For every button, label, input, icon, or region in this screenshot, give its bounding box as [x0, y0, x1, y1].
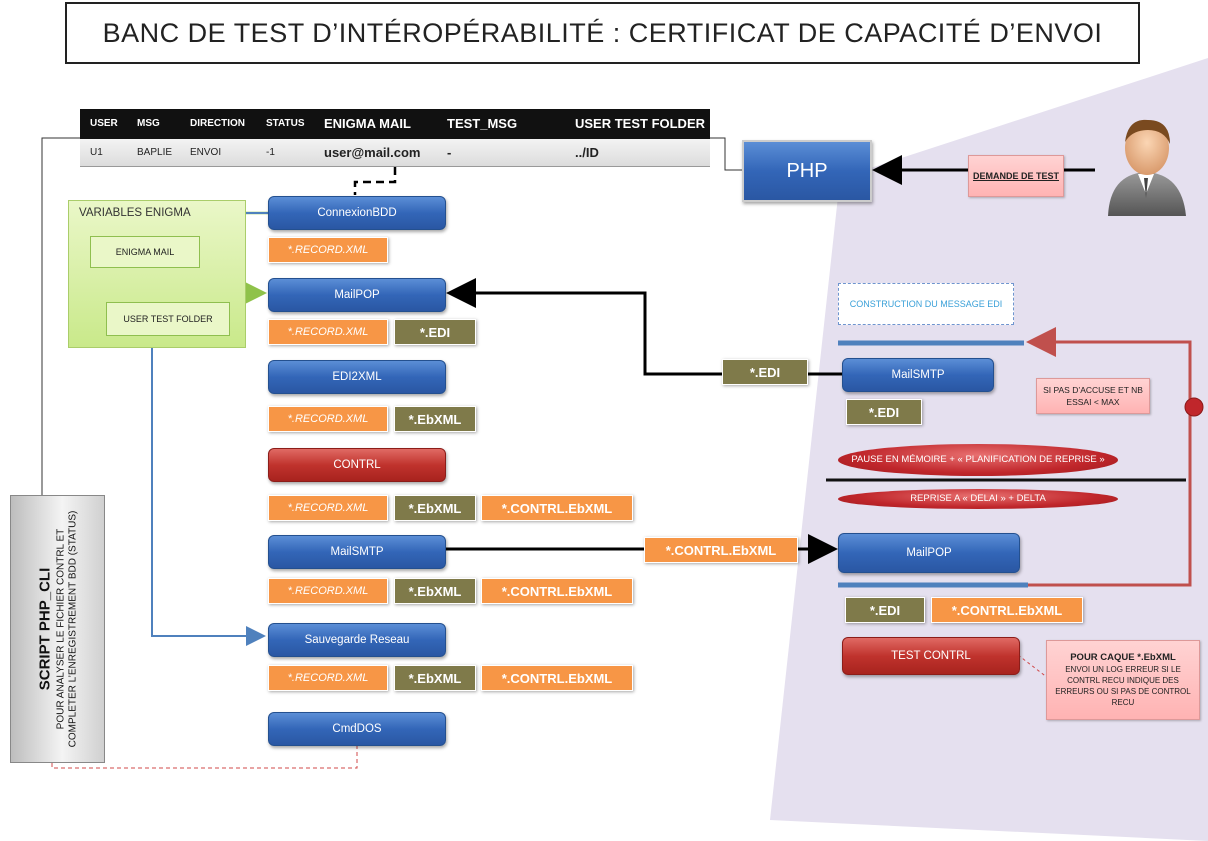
log-error-note: POUR CAQUE *.EbXML ENVOI UN LOG ERREUR S…	[1046, 640, 1200, 720]
cmddos-to-script-dashed	[51, 745, 358, 769]
cell-user: U1	[90, 147, 103, 158]
table-header-row	[80, 109, 710, 139]
cell-status: -1	[266, 147, 275, 158]
header-user: USER	[90, 118, 118, 129]
tag-ebxml: *.EbXML	[394, 406, 476, 432]
tag-ebxml: *.EbXML	[394, 665, 476, 691]
reprise-ellipse: REPRISE A « DELAI » + DELTA	[838, 489, 1118, 509]
cell-enigma-mail: user@mail.com	[324, 145, 421, 160]
remote-mailpop: MailPOP	[838, 533, 1020, 573]
script-php-cli-box: SCRIPT PHP_CLI POUR ANALYSER LE FICHIER …	[10, 495, 105, 763]
step-mailsmtp: MailSMTP	[268, 535, 446, 569]
step-cmddos: CmdDOS	[268, 712, 446, 746]
tag-record-xml: *.RECORD.XML	[268, 406, 388, 432]
step-sauvegarde-reseau: Sauvegarde Reseau	[268, 623, 446, 657]
remote-edi-tag: *.EDI	[845, 597, 925, 623]
tag-record-xml: *.RECORD.XML	[268, 237, 388, 263]
request-note: DEMANDE DE TEST	[968, 155, 1064, 197]
cell-msg: BAPLIE	[137, 147, 173, 158]
table-row	[80, 139, 710, 167]
header-direction: DIRECTION	[190, 118, 245, 129]
tag-contrl-ebxml: *.CONTRL.EbXML	[481, 495, 633, 521]
tag-ebxml: *.EbXML	[394, 495, 476, 521]
tag-ebxml: *.EbXML	[394, 578, 476, 604]
table-to-script-line	[41, 137, 80, 495]
header-msg: MSG	[137, 118, 160, 129]
step-connexionbdd: ConnexionBDD	[268, 196, 446, 230]
retry-decision-dot	[1184, 397, 1204, 417]
contrl-transfer-tag: *.CONTRL.EbXML	[644, 537, 798, 563]
remote-contrl-ebxml-tag: *.CONTRL.EbXML	[931, 597, 1083, 623]
tag-record-xml: *.RECORD.XML	[268, 578, 388, 604]
header-enigma-mail: ENIGMA MAIL	[324, 116, 411, 131]
retry-condition-note: SI PAS D’ACCUSE ET NB ESSAI < MAX	[1036, 378, 1150, 414]
step-edi2xml: EDI2XML	[268, 360, 446, 394]
variables-title: VARIABLES ENIGMA	[79, 207, 191, 219]
script-title: SCRIPT PHP_CLI	[36, 567, 53, 691]
tag-record-xml: *.RECORD.XML	[268, 319, 388, 345]
step-mailpop: MailPOP	[268, 278, 446, 312]
tag-record-xml: *.RECORD.XML	[268, 495, 388, 521]
cell-test-msg: -	[447, 145, 452, 160]
header-status: STATUS	[266, 118, 305, 129]
php-box: PHP	[742, 140, 872, 202]
database-table: USER MSG DIRECTION STATUS ENIGMA MAIL TE…	[80, 109, 710, 167]
remote-mailsmtp: MailSMTP	[842, 358, 994, 392]
folder-to-save-arrow	[151, 332, 266, 646]
retry-loop-arrow	[1026, 327, 1192, 587]
tag-record-xml: *.RECORD.XML	[268, 665, 388, 691]
remote-edi-tag: *.EDI	[846, 399, 922, 425]
cell-direction: ENVOI	[190, 147, 222, 158]
tag-contrl-ebxml: *.CONTRL.EbXML	[481, 665, 633, 691]
script-description: POUR ANALYSER LE FICHIER CONTRL ET COMPL…	[55, 510, 78, 748]
tag-contrl-ebxml: *.CONTRL.EbXML	[481, 578, 633, 604]
page-title: BANC DE TEST D’INTÉROPÉRABILITÉ : CERTIF…	[65, 2, 1140, 64]
user-test-folder-variable: USER TEST FOLDER	[106, 302, 230, 336]
pause-memory-ellipse: PAUSE EN MÉMOIRE + « PLANIFICATION DE RE…	[838, 444, 1118, 476]
edi-transfer-tag: *.EDI	[722, 359, 808, 385]
script-text: SCRIPT PHP_CLI POUR ANALYSER LE FICHIER …	[36, 499, 79, 759]
step-contrl: CONTRL	[268, 448, 446, 482]
log-note-title: POUR CAQUE *.EbXML	[1070, 652, 1176, 663]
header-test-msg: TEST_MSG	[447, 116, 518, 131]
user-avatar-icon	[1108, 119, 1186, 216]
php-to-table-line	[710, 137, 742, 171]
enigma-mail-variable: ENIGMA MAIL	[90, 236, 200, 268]
test-contrl-button: TEST CONTRL	[842, 637, 1020, 675]
log-note-text: ENVOI UN LOG ERREUR SI LE CONTRL RECU IN…	[1055, 665, 1191, 707]
header-user-test-folder: USER TEST FOLDER	[575, 116, 706, 131]
cell-user-test-folder: ../ID	[575, 145, 599, 160]
tag-edi: *.EDI	[394, 319, 476, 345]
construction-message-box: CONSTRUCTION DU MESSAGE EDI	[838, 283, 1014, 325]
test-contrl-to-log-dashed	[1017, 654, 1049, 679]
table-to-bdd-dashed	[353, 167, 397, 195]
